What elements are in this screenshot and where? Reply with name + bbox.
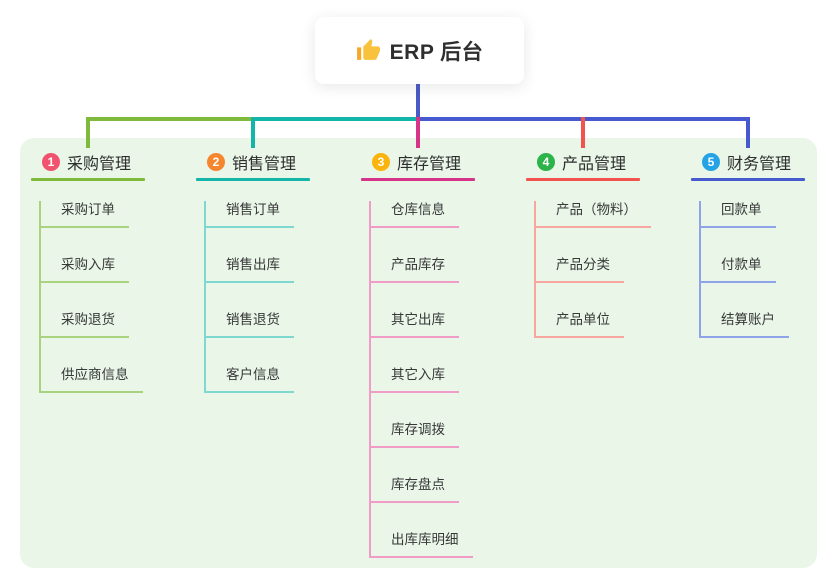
branch-label: 采购管理 [67, 156, 132, 173]
mindmap-node[interactable]: 产品单位 [536, 311, 624, 338]
branch-product: 4 产品管理 产品（物料） 产品分类 产品单位 [526, 149, 688, 338]
branch-finance: 5 财务管理 回款单 付款单 结算账户 [691, 149, 839, 338]
mindmap-node[interactable]: 仓库信息 [371, 201, 459, 228]
connector-branch3-drop [416, 117, 420, 148]
branch-header[interactable]: 2 销售管理 [196, 149, 358, 175]
branch-underline [526, 178, 640, 181]
connector-root-vertical [416, 84, 420, 119]
branch-number-badge: 1 [42, 153, 60, 171]
mindmap-node[interactable]: 结算账户 [701, 311, 789, 338]
connector-branch5-drop [746, 117, 750, 148]
mindmap-node[interactable]: 库存盘点 [371, 476, 459, 503]
mindmap-node[interactable]: 库存调拨 [371, 421, 459, 448]
branch-purchase: 1 采购管理 采购订单 采购入库 采购退货 供应商信息 [31, 149, 193, 393]
branch-children: 仓库信息 产品库存 其它出库 其它入库 库存调拨 库存盘点 出库库明细 [369, 201, 523, 558]
branch-header[interactable]: 3 库存管理 [361, 149, 523, 175]
connector-branch1-horizontal [86, 117, 255, 121]
mindmap-node[interactable]: 其它入库 [371, 366, 459, 393]
branch-children: 销售订单 销售出库 销售退货 客户信息 [204, 201, 358, 393]
branch-header[interactable]: 1 采购管理 [31, 149, 193, 175]
branch-sales: 2 销售管理 销售订单 销售出库 销售退货 客户信息 [196, 149, 358, 393]
branch-children: 回款单 付款单 结算账户 [699, 201, 839, 338]
mindmap-node[interactable]: 产品分类 [536, 256, 624, 283]
mindmap-node[interactable]: 客户信息 [206, 366, 294, 393]
branch-number-badge: 2 [207, 153, 225, 171]
mindmap-panel [20, 138, 817, 568]
mindmap-node[interactable]: 付款单 [701, 256, 776, 283]
mindmap-node[interactable]: 其它出库 [371, 311, 459, 338]
thumbs-up-icon [356, 38, 381, 63]
mindmap-node[interactable]: 产品库存 [371, 256, 459, 283]
mindmap-node[interactable]: 回款单 [701, 201, 776, 228]
branch-underline [691, 178, 805, 181]
branch-number-badge: 4 [537, 153, 555, 171]
mindmap-node[interactable]: 销售出库 [206, 256, 294, 283]
root-title: ERP 后台 [389, 40, 484, 64]
branch-header[interactable]: 5 财务管理 [691, 149, 839, 175]
connector-branch1-drop [86, 117, 90, 148]
branch-underline [31, 178, 145, 181]
branch-label: 销售管理 [232, 156, 297, 173]
branch-underline [196, 178, 310, 181]
branch-label: 财务管理 [727, 156, 792, 173]
branch-underline [361, 178, 475, 181]
branch-children: 产品（物料） 产品分类 产品单位 [534, 201, 688, 338]
mindmap-node[interactable]: 产品（物料） [536, 201, 651, 228]
mindmap-node[interactable]: 销售退货 [206, 311, 294, 338]
branch-children: 采购订单 采购入库 采购退货 供应商信息 [39, 201, 193, 393]
branch-header[interactable]: 4 产品管理 [526, 149, 688, 175]
connector-branch2-drop [251, 117, 255, 148]
connector-branch4-drop [581, 117, 585, 148]
root-node[interactable]: ERP 后台 [315, 17, 524, 84]
mindmap-node[interactable]: 供应商信息 [41, 366, 143, 393]
mindmap-node[interactable]: 采购退货 [41, 311, 129, 338]
mindmap-node[interactable]: 出库库明细 [371, 531, 473, 558]
branch-label: 产品管理 [562, 156, 627, 173]
mindmap-node[interactable]: 销售订单 [206, 201, 294, 228]
branch-label: 库存管理 [397, 156, 462, 173]
branch-inventory: 3 库存管理 仓库信息 产品库存 其它出库 其它入库 库存调拨 库存盘点 出库库… [361, 149, 523, 558]
branch-number-badge: 3 [372, 153, 390, 171]
connector-branch2-horizontal [251, 117, 419, 121]
branch-number-badge: 5 [702, 153, 720, 171]
mindmap-node[interactable]: 采购订单 [41, 201, 129, 228]
mindmap-node[interactable]: 采购入库 [41, 256, 129, 283]
